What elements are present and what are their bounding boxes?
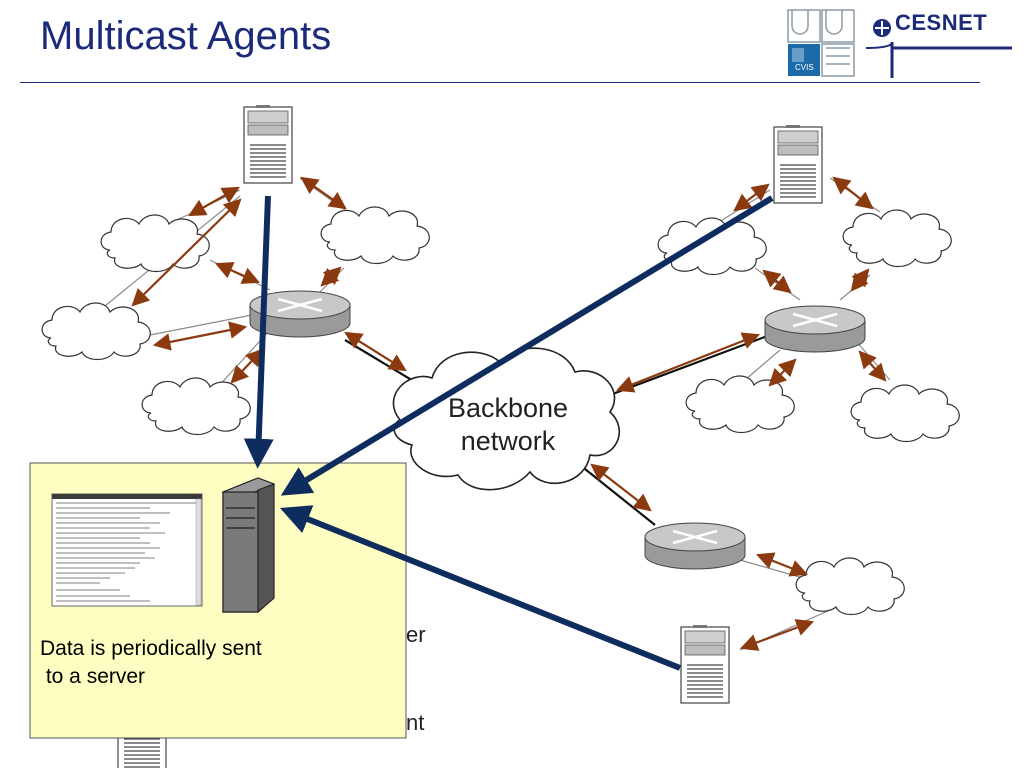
data-report-arrows xyxy=(243,195,774,671)
backbone-network-label: Backbone network xyxy=(418,392,598,458)
callout-caption: Data is periodically sent to a server xyxy=(40,635,340,691)
agent-server-top-left xyxy=(243,104,293,184)
cloud-4 xyxy=(141,377,251,436)
cloud-9 xyxy=(795,557,905,616)
cesnet-logo xyxy=(866,19,1012,78)
backbone-cloud xyxy=(392,347,621,491)
cloud-6 xyxy=(842,209,952,268)
obscured-text-fragment-2: nt xyxy=(406,710,425,735)
router-right xyxy=(763,304,867,354)
agent-server-top-right xyxy=(773,124,823,204)
obscured-text-fragment-1: er xyxy=(406,622,426,647)
agent-server-bottom-right xyxy=(680,624,730,704)
slide-title: Multicast Agents xyxy=(40,14,332,58)
cloud-5 xyxy=(657,217,767,276)
cvis-logo-text: CVIS xyxy=(795,63,814,72)
report-arrow-top-right xyxy=(280,195,774,496)
backbone-label-line2: network xyxy=(460,426,556,456)
callout-line-1: Data is periodically sent xyxy=(40,637,262,660)
report-arrow-top-left xyxy=(243,195,274,469)
cesnet-logo-text: CESNET xyxy=(895,10,988,35)
cvis-logo xyxy=(787,9,855,77)
report-arrow-bottom-right xyxy=(279,505,682,671)
cloud-7 xyxy=(685,375,795,434)
backbone-label-line1: Backbone xyxy=(447,393,569,423)
cloud-3 xyxy=(41,302,151,361)
cloud-8 xyxy=(850,384,960,443)
traffic-arrows xyxy=(131,176,887,651)
monitoring-screenshot xyxy=(51,493,203,607)
title-divider xyxy=(20,82,980,83)
cloud-2 xyxy=(320,206,430,265)
collector-server xyxy=(221,477,276,614)
callout-line-2: to a server xyxy=(40,665,146,688)
router-bottom xyxy=(643,521,747,571)
cloud-1 xyxy=(100,214,210,273)
